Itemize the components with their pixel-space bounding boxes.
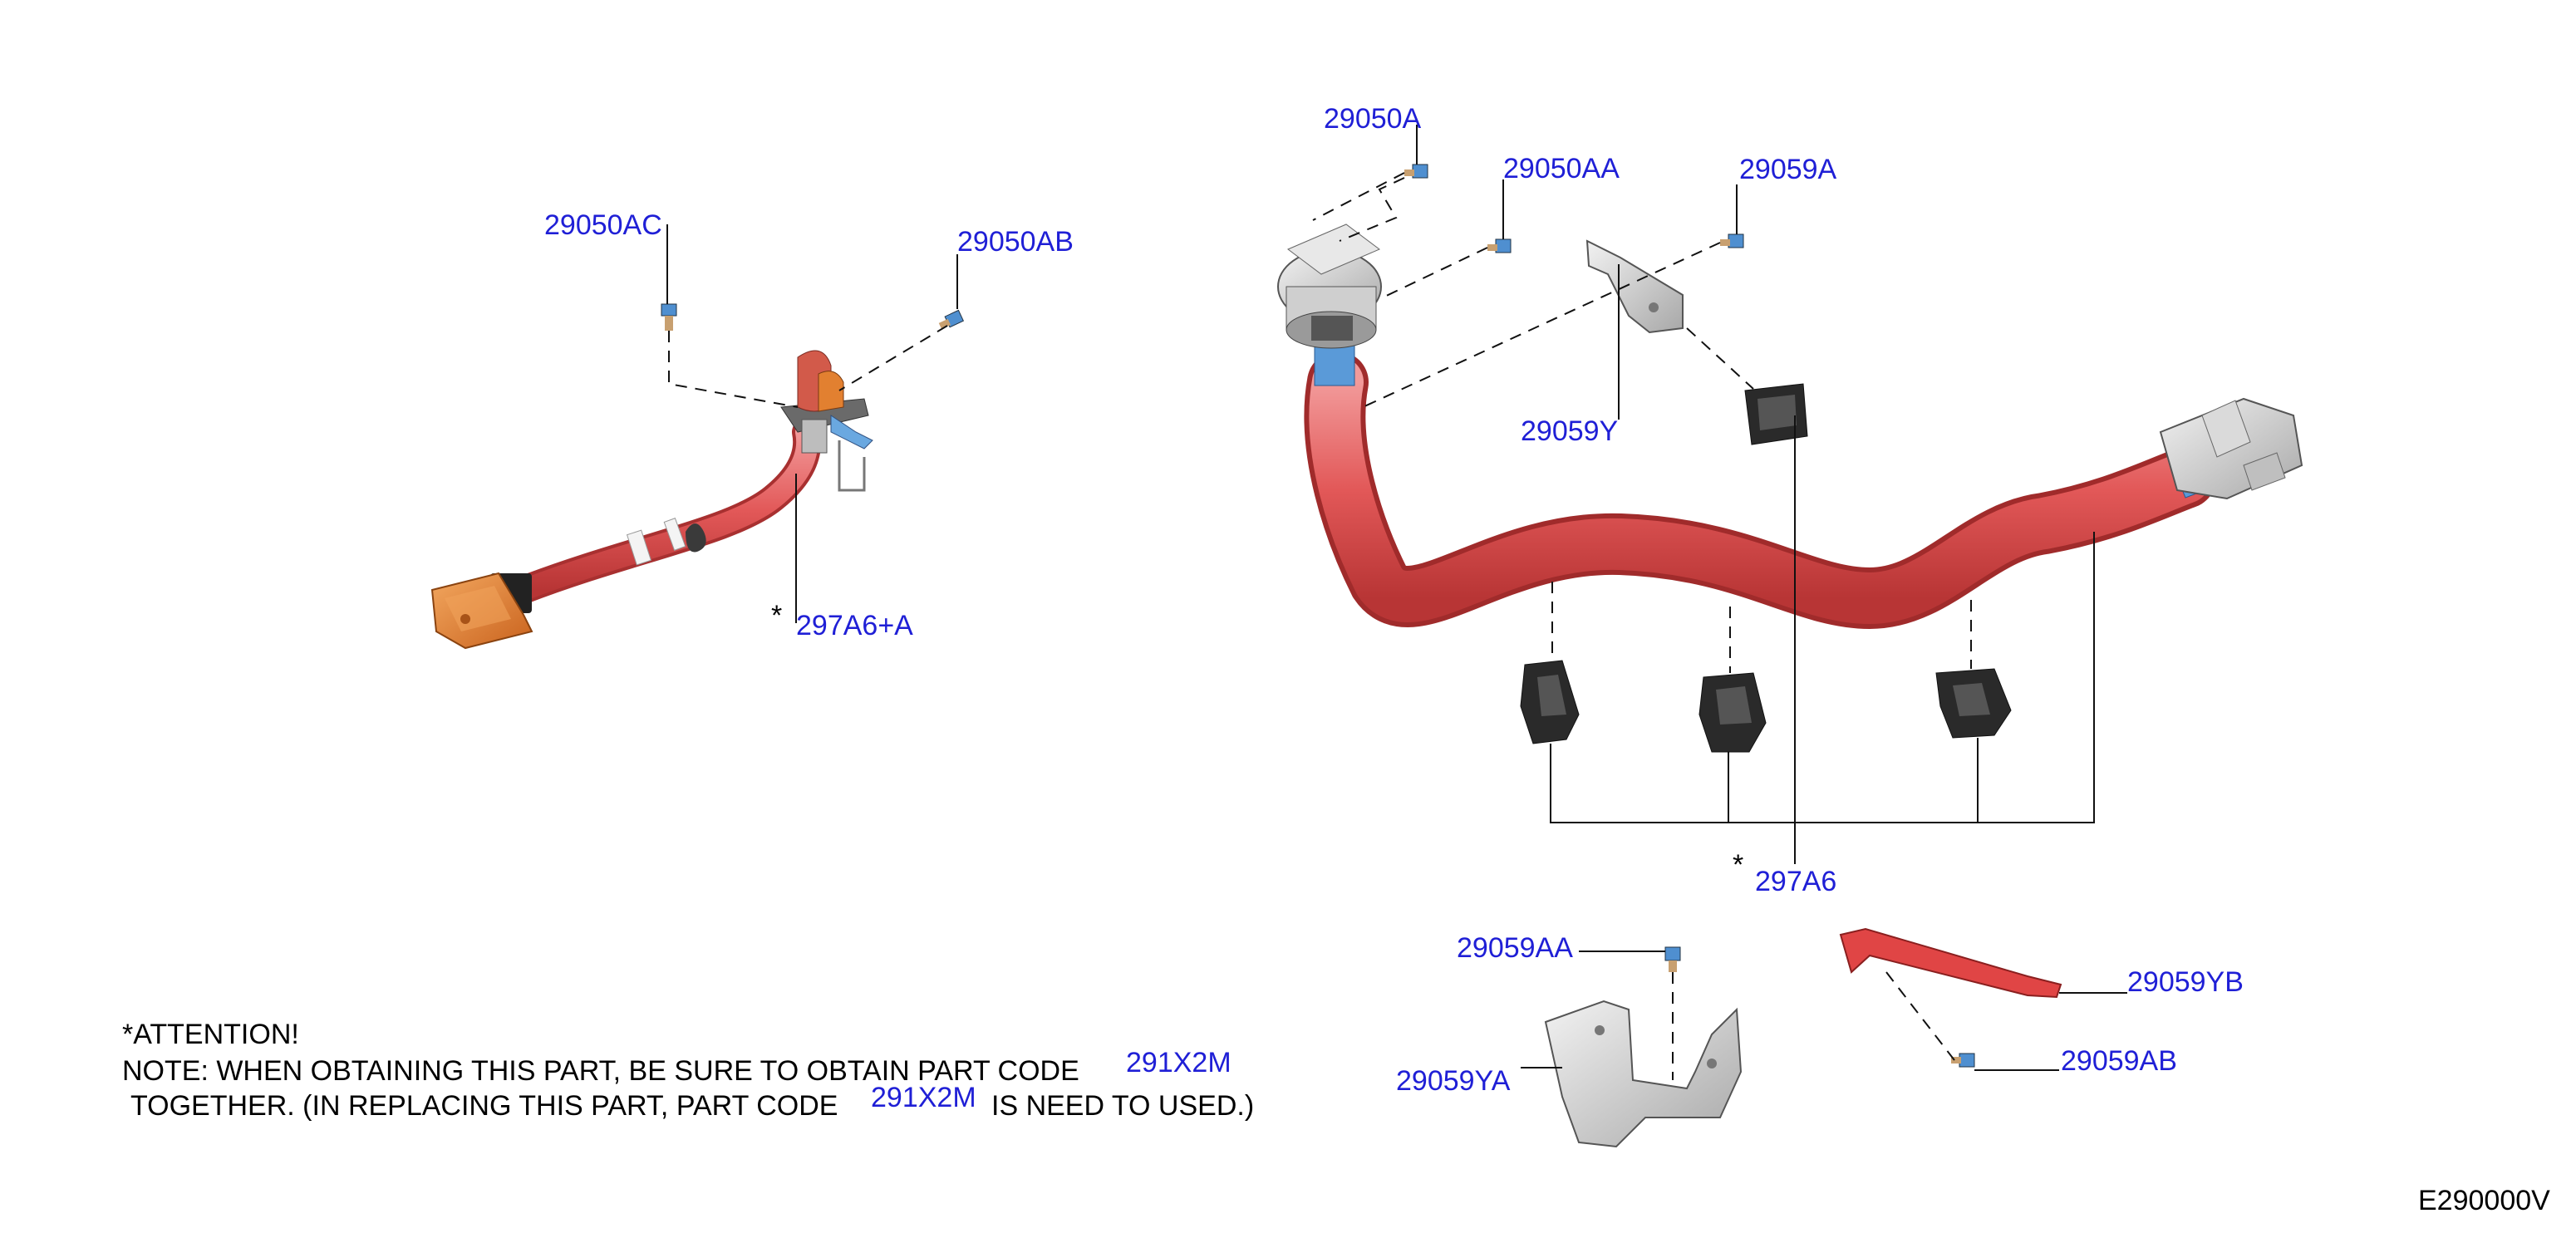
right-end-connector [2159,397,2303,500]
bolt-29050AC [661,303,677,331]
left-orange-connector [430,572,533,650]
note-attention: *ATTENTION! [122,1019,299,1050]
callout-29050A[interactable]: 29050A [1324,103,1422,135]
note-line2: TOGETHER. (IN REPLACING THIS PART, PART … [130,1090,838,1122]
right-top-connector [1277,224,1382,349]
bracket-29059Y [1585,239,1684,334]
attention-note: *ATTENTION! NOTE: WHEN OBTAINING THIS PA… [122,1019,1254,1122]
bolt-29050AB [938,309,965,330]
bolt-29059A [1720,233,1744,248]
cable-label-band [626,529,652,566]
callout-29050AB[interactable]: 29050AB [957,226,1074,258]
leader-297A6-bracket [1550,532,2095,823]
dash-29059Y-clamp [1686,327,1754,390]
dash-29059AB [1885,971,1955,1061]
dash-29050A-a [1312,172,1405,221]
callout-29050AC[interactable]: 29050AC [544,209,662,241]
left-terminal-bracket [780,350,873,492]
bolt-29059AA [1664,946,1681,972]
dash-29050AA [1379,247,1488,300]
callout-29050AA[interactable]: 29050AA [1503,153,1620,184]
cable-clip [686,523,706,553]
callout-29059YA[interactable]: 29059YA [1396,1065,1511,1097]
bolt-29050AA [1487,238,1512,253]
callout-29059Y[interactable]: 29059Y [1521,415,1618,447]
note-line1: NOTE: WHEN OBTAINING THIS PART, BE SURE … [122,1055,1079,1087]
bracket-29059YA [1544,1000,1743,1148]
callout-29059AB[interactable]: 29059AB [2061,1045,2177,1077]
left-harness-assembly [430,224,965,650]
clamp-c [1935,668,2012,739]
right-harness-assembly [1277,125,2303,1148]
callout-297A6[interactable]: 297A6 [1755,866,1836,897]
bracket-29059YB [1839,927,2062,999]
clamp-a [1520,660,1580,744]
clamp-b [1698,672,1767,753]
note-line2-part-code[interactable]: 291X2M [871,1082,976,1113]
right-cable [1309,356,2211,625]
dash-29050AB [838,325,948,391]
figure-id: E290000V [2418,1185,2550,1216]
dash-29059A [1362,242,1721,408]
dash-29050AC [668,331,799,408]
clamp-top [1744,383,1808,445]
bolt-29059AB [1951,1053,1975,1068]
note-line2-suffix: IS NEED TO USED.) [991,1090,1254,1122]
attention-asterisk-left: * [771,600,782,631]
callout-29059YB[interactable]: 29059YB [2127,966,2244,998]
attention-asterisk-right: * [1733,849,1743,881]
bolt-29050A [1404,164,1428,179]
note-line1-part-code[interactable]: 291X2M [1126,1047,1231,1078]
callout-29059A[interactable]: 29059A [1739,154,1837,185]
dash-29050A-b [1339,177,1405,242]
callout-297A6A[interactable]: 297A6+A [796,610,913,641]
callout-29059AA[interactable]: 29059AA [1457,932,1573,964]
